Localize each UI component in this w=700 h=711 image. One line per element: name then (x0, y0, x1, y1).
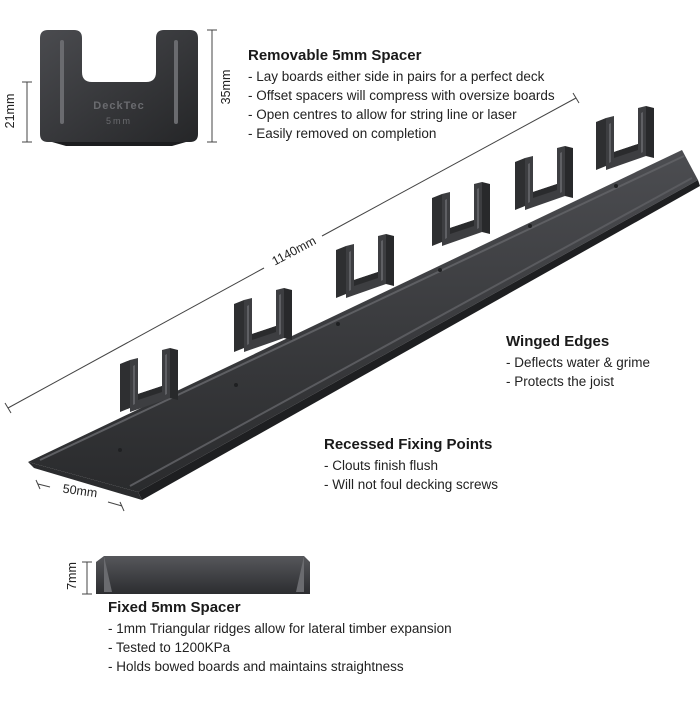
removable-feature-item: Offset spacers will compress with oversi… (248, 86, 554, 105)
recessed-feature-item: Will not foul decking screws (324, 475, 498, 494)
recessed-fixing-features: Recessed Fixing Points Clouts finish flu… (324, 436, 498, 494)
recessed-feature-item: Clouts finish flush (324, 456, 498, 475)
removable-feature-item: Easily removed on completion (248, 124, 555, 143)
spacer-35mm-dimension (207, 29, 217, 143)
fixed-spacer-dimension (82, 561, 92, 595)
spacer-sub-logo: 5mm (106, 116, 132, 126)
spacer-21mm-dimension (22, 81, 32, 143)
recessed-fixing-title: Recessed Fixing Points (324, 436, 493, 453)
strip-width-dimension (35, 479, 125, 512)
spacer-inner-height-label: 21mm (3, 93, 17, 129)
spacer-strip-image (28, 106, 700, 500)
winged-edges-features: Winged Edges Deflects water & grime Prot… (506, 333, 650, 391)
fixed-spacer-height-label: 7mm (65, 562, 79, 590)
removable-spacer-features: Removable 5mm Spacer Lay boards either s… (248, 47, 555, 143)
winged-edges-title: Winged Edges (506, 333, 610, 350)
winged-feature-item: Deflects water & grime (506, 353, 650, 372)
spacer-height-label: 35mm (219, 69, 233, 105)
removable-feature-item: Open centres to allow for string line or… (248, 105, 555, 124)
spacer-brand-logo: DeckTec (93, 100, 145, 112)
fixed-feature-item: 1mm Triangular ridges allow for lateral … (108, 619, 451, 638)
fixed-feature-item: Tested to 1200KPa (108, 638, 452, 657)
winged-feature-item: Protects the joist (506, 372, 650, 391)
removable-spacer-image (40, 30, 198, 146)
fixed-spacer-features: Fixed 5mm Spacer 1mm Triangular ridges a… (108, 599, 452, 676)
fixed-spacer-title: Fixed 5mm Spacer (108, 599, 241, 616)
fixed-feature-item: Holds bowed boards and maintains straigh… (108, 657, 452, 676)
fixed-spacer-image (96, 556, 310, 594)
removable-feature-item: Lay boards either side in pairs for a pe… (248, 67, 555, 86)
removable-spacer-title: Removable 5mm Spacer (248, 47, 422, 64)
